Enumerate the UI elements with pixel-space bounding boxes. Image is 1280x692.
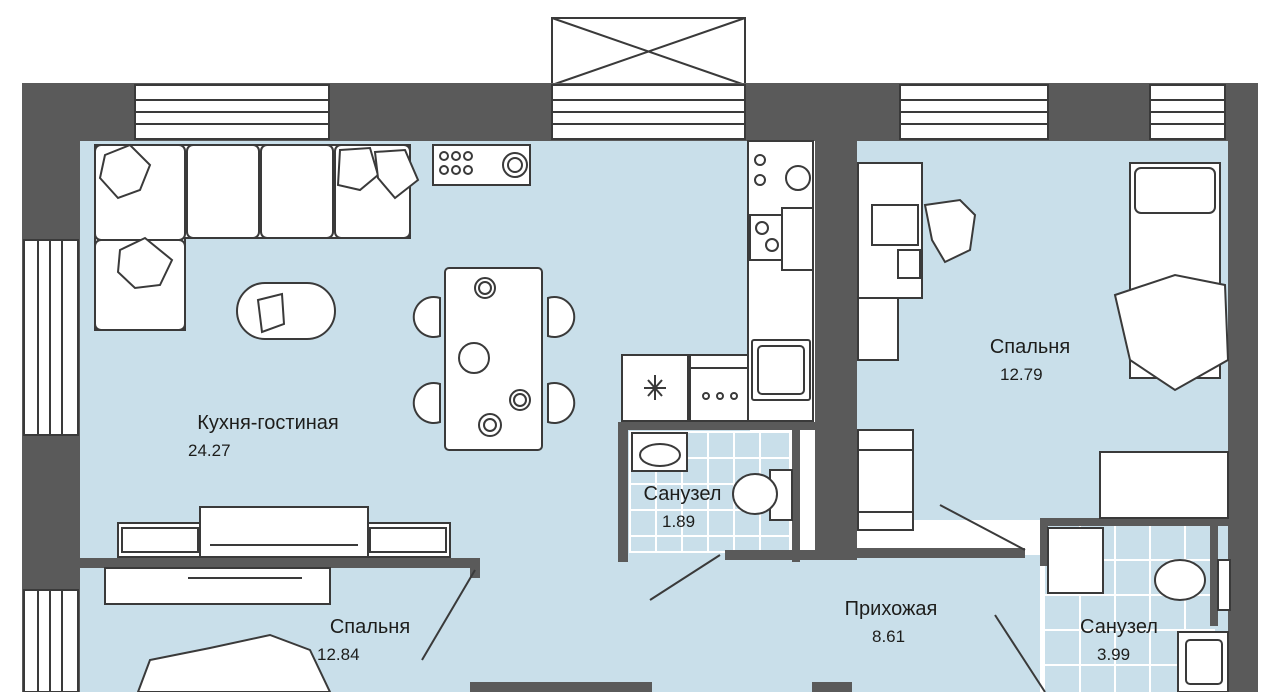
bathroom-right-fixtures (1047, 527, 1231, 692)
bathroom-small-fixtures (631, 432, 793, 521)
label-hallway: Прихожая 8.61 (826, 598, 956, 647)
partition-kitchen-bedroom (815, 140, 857, 555)
room-area: 8.61 (872, 627, 906, 646)
room-name: Спальня (329, 616, 411, 638)
bath-wall-top (618, 422, 816, 430)
room-area: 1.89 (662, 512, 696, 531)
chair (412, 296, 441, 338)
pillow-3 (373, 148, 420, 200)
bedroom-left-wall-end (470, 558, 480, 578)
dresser (104, 567, 331, 605)
room-name: Спальня (989, 336, 1071, 358)
room-name: Санузел (1080, 616, 1158, 638)
bedroom-left-wall-top (80, 558, 480, 568)
shelf (857, 297, 899, 361)
balcony (551, 17, 746, 86)
room-area: 12.84 (317, 645, 360, 664)
room-name: Прихожая (844, 598, 938, 620)
label-bedroom-right: Спальня 12.79 (965, 336, 1095, 385)
right-wall (1228, 83, 1258, 692)
room-name: Кухня-гостиная (197, 412, 339, 434)
label-bedroom-left: Спальня 12.84 (305, 616, 435, 665)
wardrobe (1099, 451, 1229, 519)
hall-wall-bottom-2 (812, 682, 852, 692)
label-bathroom-small: Санузел 1.89 (630, 483, 735, 532)
stove (689, 354, 749, 422)
room-name: Санузел (643, 483, 722, 505)
windows (23, 84, 1226, 692)
bath-right-wall-inner (1210, 526, 1218, 626)
chair (547, 382, 576, 424)
bath-right-wall-left (1040, 518, 1048, 566)
chair (547, 296, 576, 338)
label-kitchen-living: Кухня-гостиная 24.27 (168, 412, 368, 461)
bedroom-right-furniture (857, 162, 1230, 531)
bed (136, 633, 332, 692)
bathroom-right-tiles (1045, 525, 1215, 692)
bath-right-wall-top (1040, 518, 1230, 526)
bedroom-left-furniture (104, 567, 332, 692)
bath-wall-left (618, 422, 628, 562)
bath-wall-bottom (725, 550, 857, 560)
label-bathroom-right: Санузел 3.99 (1065, 616, 1173, 665)
pillow-2 (336, 146, 380, 192)
room-area: 3.99 (1097, 645, 1131, 664)
coffee-table (236, 282, 336, 340)
pillow-1 (98, 143, 152, 200)
room-area: 12.79 (1000, 365, 1043, 384)
bedroom-right-wall-bottom (855, 548, 1025, 558)
door-swings (421, 504, 1046, 692)
furniture (94, 140, 814, 558)
pillow-4 (116, 236, 174, 290)
bath-wall-right (792, 430, 800, 562)
chair (412, 382, 441, 424)
room-area: 24.27 (188, 441, 231, 460)
hallway-floor (480, 555, 1040, 692)
hall-wall-bottom-1 (470, 682, 652, 692)
bench (857, 429, 914, 531)
